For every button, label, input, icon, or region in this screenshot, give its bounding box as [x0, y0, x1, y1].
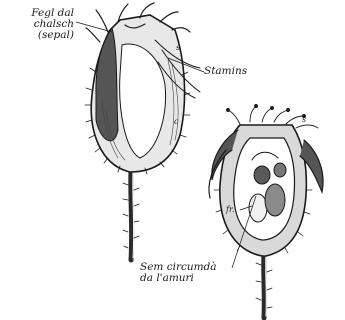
- inner-cavity: [234, 138, 295, 240]
- sepal-label: Fegl dal chalsch (sepal): [30, 8, 74, 41]
- whole-bud: [85, 3, 200, 260]
- sepal-leader: [76, 22, 112, 32]
- left-sepal: [96, 28, 118, 141]
- letter-s-left: s: [176, 44, 180, 52]
- seed-label-line2: da l'amuri: [140, 273, 217, 284]
- stamens-label: Stamins: [204, 66, 247, 77]
- letter-s-right: s: [302, 116, 306, 124]
- seed-label: Sem circumdà da l'amuri: [140, 262, 217, 284]
- left-stem: [131, 170, 132, 260]
- right-stem: [264, 252, 265, 318]
- letter-fr: fr.: [226, 206, 234, 214]
- sepal-label-line3: (sepal): [30, 30, 74, 41]
- letter-c-left: c: [174, 118, 178, 126]
